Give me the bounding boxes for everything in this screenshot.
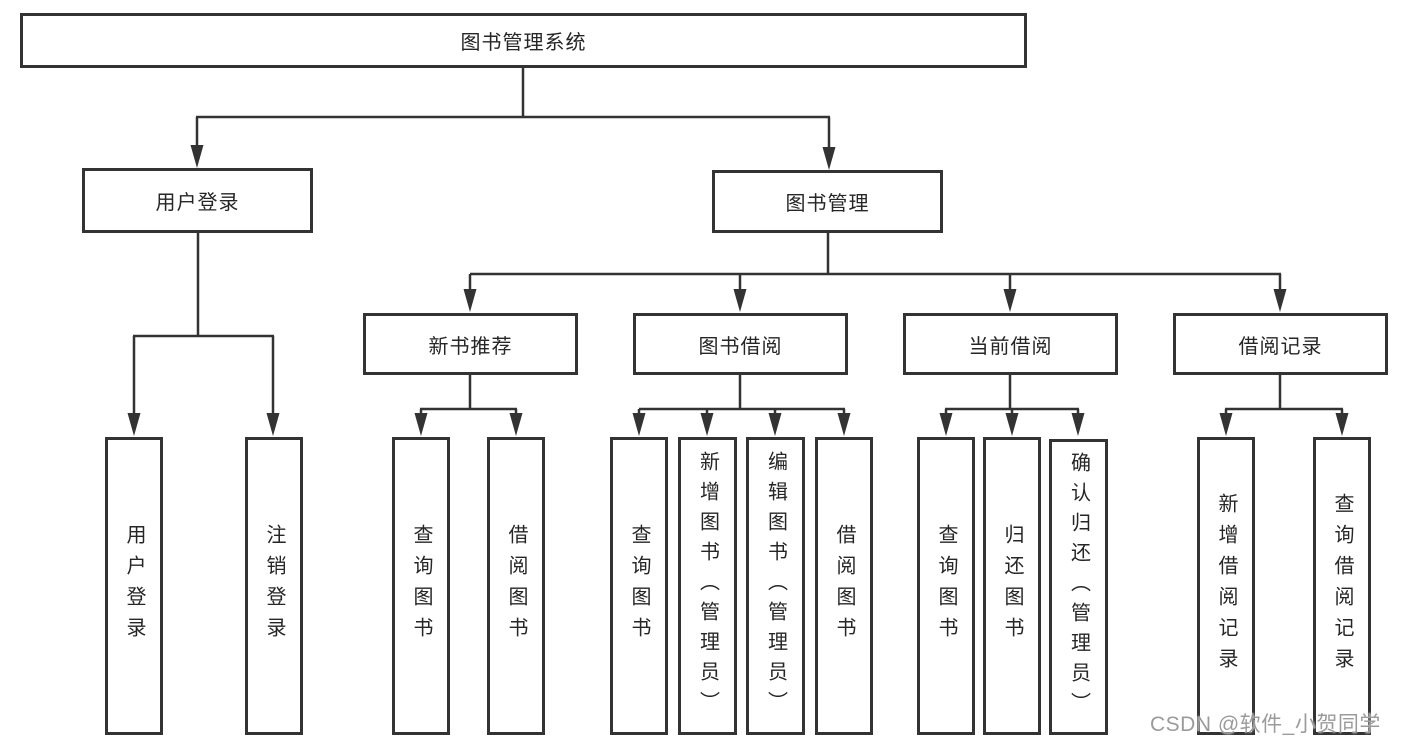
arrowhead <box>822 147 836 170</box>
node-label: 注销登录 <box>263 524 285 648</box>
arrowhead <box>1003 289 1017 312</box>
node-leaf-borrow-query-books: 查询图书 <box>610 437 668 735</box>
arrowhead <box>1005 413 1019 436</box>
arrowhead <box>837 413 851 436</box>
node-label: 新增借阅记录 <box>1215 493 1237 679</box>
csdn-watermark: CSDN @软件_小贺同学 <box>1150 713 1381 736</box>
node-label: 图书借阅 <box>698 335 783 358</box>
arrowheads <box>127 145 1349 436</box>
node-label: 新增图书（管理员） <box>696 451 719 721</box>
node-leaf-current-query-books: 查询图书 <box>917 437 975 735</box>
node-label: 图书管理系统 <box>460 32 587 54</box>
node-leaf-records-query-record: 查询借阅记录 <box>1313 437 1371 735</box>
node-book-management: 图书管理 <box>712 170 943 233</box>
node-label: 图书管理 <box>785 193 870 215</box>
arrowhead <box>190 145 204 168</box>
node-leaf-borrow-borrow-books: 借阅图书 <box>815 437 873 735</box>
arrowhead <box>266 413 280 436</box>
node-leaf-records-add-record: 新增借阅记录 <box>1197 437 1255 735</box>
node-leaf-recommend-borrow-books: 借阅图书 <box>487 437 545 735</box>
node-label: 查询借阅记录 <box>1331 493 1353 679</box>
node-leaf-current-confirm-return-admin: 确认归还（管理员） <box>1049 439 1108 735</box>
arrowhead <box>463 289 477 312</box>
node-label: 查询图书 <box>935 524 957 648</box>
node-leaf-user-login: 用户登录 <box>105 437 163 735</box>
arrowhead <box>1273 289 1287 312</box>
node-root-system: 图书管理系统 <box>20 13 1027 68</box>
node-leaf-logout: 注销登录 <box>245 437 303 735</box>
arrowhead <box>733 289 747 312</box>
arrowhead <box>509 413 523 436</box>
node-label: 用户登录 <box>123 524 145 648</box>
arrowhead <box>1071 413 1085 436</box>
arrowhead <box>700 413 714 436</box>
arrowhead <box>1335 413 1349 436</box>
node-book-borrow: 图书借阅 <box>633 313 848 375</box>
node-user-login: 用户登录 <box>82 168 313 233</box>
node-leaf-current-return-books: 归还图书 <box>983 437 1041 735</box>
node-new-book-recommend: 新书推荐 <box>363 313 578 375</box>
node-leaf-borrow-edit-books-admin: 编辑图书（管理员） <box>746 437 805 735</box>
arrowhead <box>939 413 953 436</box>
arrowhead <box>632 413 646 436</box>
node-label: 借阅图书 <box>833 524 855 648</box>
node-label: 用户登录 <box>155 192 240 214</box>
arrowhead <box>1219 413 1233 436</box>
node-label: 查询图书 <box>410 524 432 648</box>
node-leaf-recommend-query-books: 查询图书 <box>392 437 450 735</box>
node-label: 查询图书 <box>628 524 650 648</box>
node-label: 当前借阅 <box>968 335 1053 358</box>
node-borrow-records: 借阅记录 <box>1173 313 1388 375</box>
arrowhead <box>768 413 782 436</box>
node-leaf-borrow-add-books-admin: 新增图书（管理员） <box>678 437 737 735</box>
node-label: 确认归还（管理员） <box>1067 452 1090 722</box>
node-label: 借阅记录 <box>1238 335 1323 358</box>
node-label: 新书推荐 <box>428 335 513 358</box>
node-label: 借阅图书 <box>505 524 527 648</box>
node-label: 归还图书 <box>1001 524 1023 648</box>
arrowhead <box>414 413 428 436</box>
node-current-borrow: 当前借阅 <box>903 313 1118 375</box>
arrowhead <box>127 413 141 436</box>
node-label: 编辑图书（管理员） <box>764 451 787 721</box>
